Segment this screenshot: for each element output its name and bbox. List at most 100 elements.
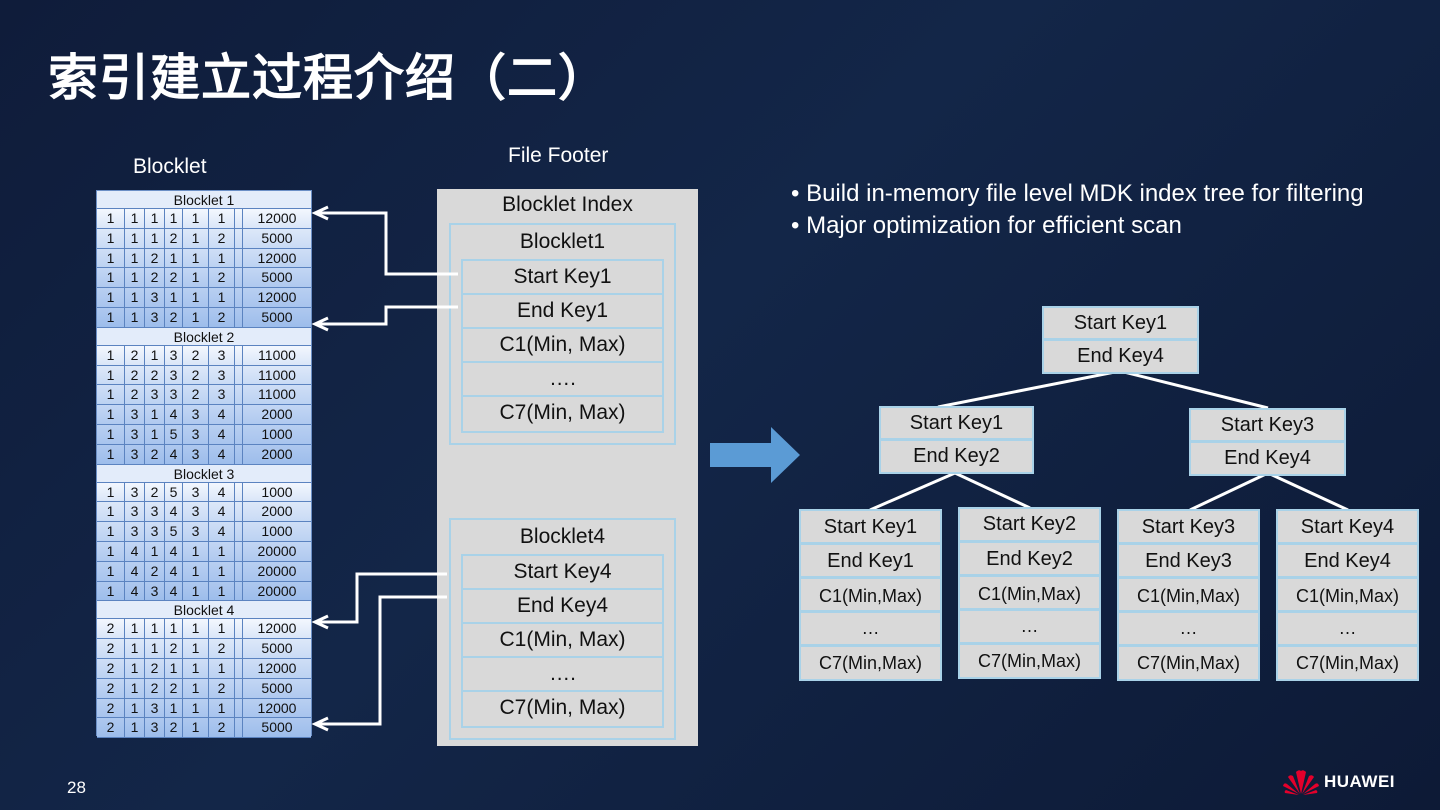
- blocklet-cell: 4: [125, 561, 145, 581]
- blocklet-cell: 1000: [261, 523, 293, 540]
- tree-cell: C1(Min,Max): [801, 579, 940, 613]
- blocklet-cell: 1: [165, 248, 183, 268]
- tree-cell: End Key4: [1077, 345, 1164, 367]
- blocklet-cell: 20000: [257, 542, 297, 559]
- blocklet-cell: 1: [209, 619, 235, 639]
- column-separator: [235, 307, 243, 327]
- blocklet-cell: 3: [165, 365, 183, 385]
- footer-group-items: Start Key1 End Key1 C1(Min, Max) …. C7(M…: [461, 259, 664, 433]
- blocklet-cell: 2: [165, 639, 183, 659]
- blocklet-cell: 1: [209, 698, 235, 718]
- blocklet-cell: 5: [165, 424, 183, 444]
- blocklet-cell: 3: [145, 581, 165, 601]
- blocklet-cell: 12000: [257, 659, 297, 676]
- blocklet-cell: 1: [165, 288, 183, 308]
- blocklet-cell: 2: [97, 718, 125, 738]
- blocklet-cell: 2: [183, 385, 209, 405]
- blocklet-cell: 1: [145, 405, 165, 425]
- column-separator: [235, 541, 243, 561]
- footer-item: C7(Min, Max): [499, 401, 626, 424]
- blocklet-cell: 1: [209, 561, 235, 581]
- blocklet-cell: 3: [209, 385, 235, 405]
- blocklet-title: Blocklet 2: [97, 327, 311, 346]
- blocklet-cell: 3: [183, 482, 209, 502]
- blocklet-cell: 3: [183, 444, 209, 464]
- arrowhead-icon: [311, 716, 329, 732]
- blocklet-cell: 1: [125, 658, 145, 678]
- column-separator: [235, 209, 243, 228]
- blocklet-cell: 2000: [261, 503, 293, 520]
- footer-item: ….: [463, 658, 662, 692]
- blocklet-cell: 3: [125, 405, 145, 425]
- bullet-item: • Build in-memory file level MDK index t…: [791, 180, 1364, 207]
- blocklet-cell: 3: [125, 502, 145, 522]
- blocklet-cell: 1: [165, 698, 183, 718]
- tree-cell: Start Key1: [881, 408, 1032, 441]
- blocklet-cell: 1: [145, 345, 165, 365]
- blocklet-cell: 4: [165, 561, 183, 581]
- blocklet-cell: 1: [183, 718, 209, 738]
- blocklet-cell: 3: [165, 345, 183, 365]
- footer-item: C1(Min, Max): [463, 329, 662, 363]
- blocklet-cell: 2: [183, 345, 209, 365]
- footer-group-title: Blocklet4: [519, 525, 606, 548]
- blocklet-cell: 5000: [261, 308, 293, 325]
- blocklet-title: Blocklet 1: [97, 191, 311, 209]
- blocklet-cell: 5000: [261, 679, 293, 696]
- blocklet-cell: 3: [145, 307, 165, 327]
- tree-cell: …: [1119, 613, 1258, 647]
- tree-cell: Start Key4: [1278, 511, 1417, 545]
- blocklet-cell: 2: [145, 561, 165, 581]
- footer-item: ….: [463, 363, 662, 397]
- blocklet-cell: 3: [125, 522, 145, 542]
- tree-edge: [937, 369, 1121, 409]
- tree-edge: [1189, 471, 1269, 512]
- blocklet-cell: 1: [125, 718, 145, 738]
- blocklet-cell: 11000: [258, 366, 296, 383]
- blocklet-cell: 4: [165, 444, 183, 464]
- blocklet-cell: 20000: [257, 582, 297, 599]
- blocklet-cell: 2: [165, 718, 183, 738]
- blocklet-cell: 2: [145, 248, 165, 268]
- tree-cell: …: [801, 613, 940, 647]
- tree-cell: Start Key3: [1119, 511, 1258, 545]
- tree-level1-node-left: Start Key1 End Key2: [879, 406, 1034, 474]
- tree-cell: C7(Min,Max): [818, 653, 922, 673]
- column-separator: [235, 444, 243, 464]
- blocklet-cell: 1: [97, 385, 125, 405]
- arrowhead-icon: [311, 205, 329, 221]
- column-separator: [235, 385, 243, 405]
- blocklet-cell: 1: [97, 561, 125, 581]
- tree-cell: C7(Min,Max): [977, 651, 1081, 671]
- blocklet-cell: 1: [145, 541, 165, 561]
- blocklet-cell: 5000: [261, 640, 293, 657]
- arrowhead-icon: [311, 316, 329, 332]
- blocklet-cell: 12000: [257, 620, 297, 637]
- blocklet-cell: 2: [145, 444, 165, 464]
- blocklet-cell: 2: [145, 365, 165, 385]
- blocklet-cell: 4: [209, 424, 235, 444]
- blocklet-cell: 5000: [261, 269, 293, 286]
- arrow-end-key4: [316, 595, 447, 726]
- blocklet-cell: 1: [97, 345, 125, 365]
- blocklet-cell: 3: [183, 522, 209, 542]
- blocklet-cell: 2: [97, 658, 125, 678]
- column-separator: [235, 581, 243, 601]
- blocklet-cell: 1: [125, 619, 145, 639]
- tree-cell: C1(Min,Max): [960, 577, 1099, 611]
- blocklet-cell: 1: [125, 307, 145, 327]
- tree-edge: [869, 471, 956, 512]
- blocklet-cell: 2: [97, 619, 125, 639]
- blocklet-cell: 4: [209, 482, 235, 502]
- tree-cell: End Key4: [1224, 447, 1311, 469]
